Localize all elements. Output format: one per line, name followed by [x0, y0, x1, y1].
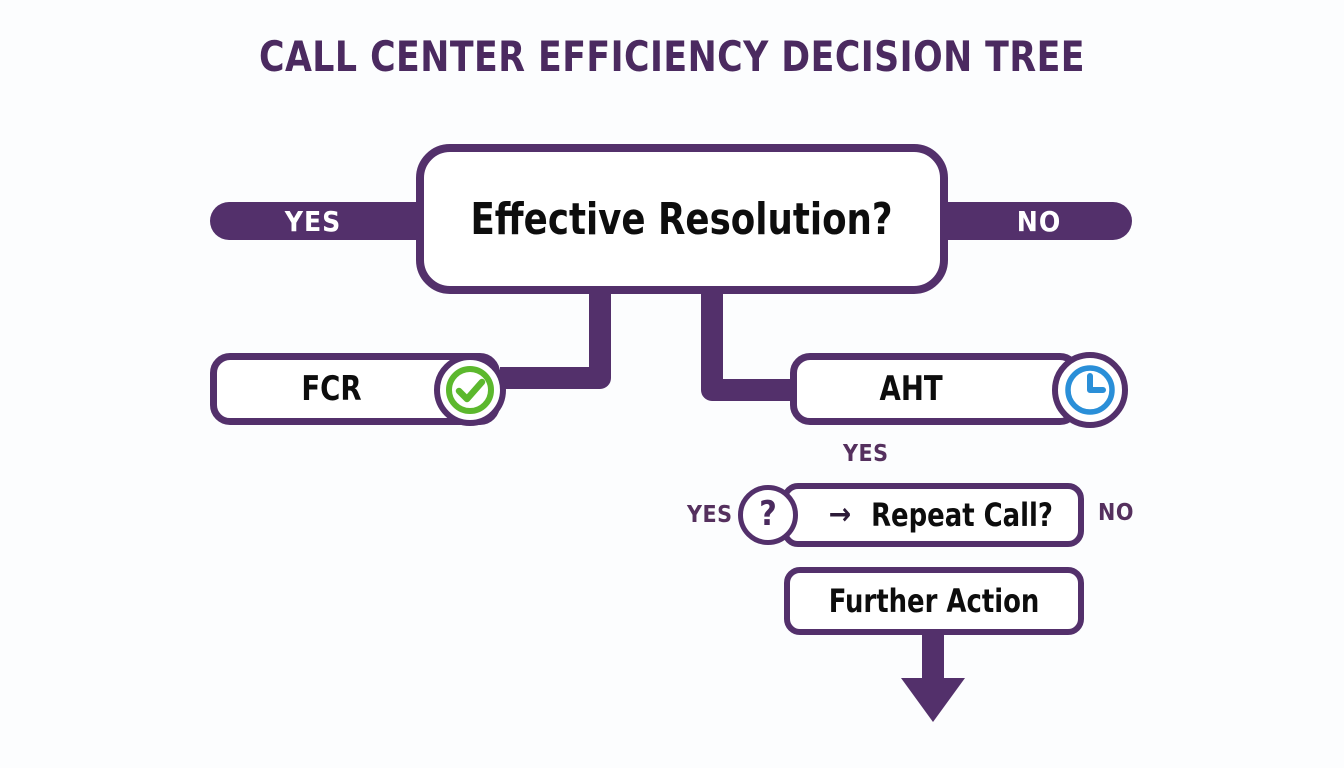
edge-root-to-aht	[701, 290, 800, 401]
branch-label-no-text: NO	[1016, 204, 1062, 238]
node-aht[interactable]: AHT	[790, 353, 1080, 425]
clock-glyph	[1065, 365, 1115, 415]
edge-label-repeat-no: NO	[1098, 500, 1134, 526]
node-aht-label: AHT	[879, 369, 943, 409]
node-fcr-label: FCR	[300, 369, 362, 409]
branch-label-yes: YES	[210, 202, 450, 240]
branch-label-yes-text: YES	[284, 204, 342, 238]
branch-label-no: NO	[912, 202, 1132, 240]
edge-root-to-fcr	[500, 290, 611, 389]
node-repeat-call-label: Repeat Call?	[871, 496, 1054, 534]
arrow-right-icon: →	[828, 497, 852, 532]
node-further-action[interactable]: Further Action	[784, 567, 1084, 635]
node-further-action-label: Further Action	[828, 582, 1040, 620]
clock-icon	[1052, 352, 1128, 428]
edge-label-aht-yes: YES	[843, 441, 889, 467]
page-title: CALL CENTER EFFICIENCY DECISION TREE	[258, 32, 1086, 81]
question-mark-glyph: ?	[759, 494, 777, 534]
check-circle-glyph	[446, 366, 494, 414]
check-circle-icon	[434, 354, 506, 426]
node-effective-resolution[interactable]: Effective Resolution?	[416, 144, 948, 294]
question-circle-icon: ?	[738, 485, 798, 545]
node-repeat-call[interactable]: → Repeat Call?	[782, 483, 1084, 547]
edge-further-arrow	[901, 635, 965, 722]
edge-label-repeat-yes: YES	[687, 502, 733, 528]
node-effective-resolution-label: Effective Resolution?	[470, 193, 894, 245]
